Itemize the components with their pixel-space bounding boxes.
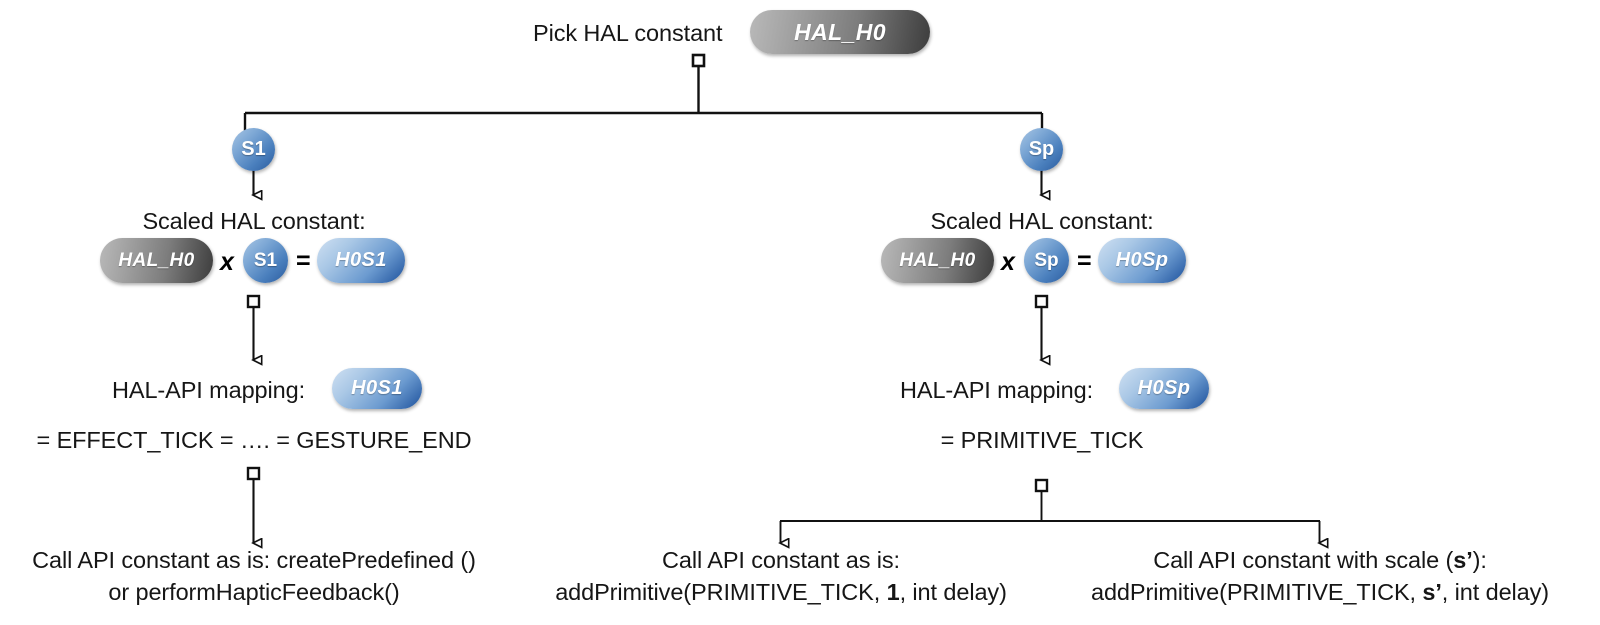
left-mapping-label: HAL-API mapping: (112, 377, 306, 403)
right-leaf2-line1: Call API constant with scale (s’): (1153, 545, 1487, 575)
right-leaf2-line2-post: , int delay) (1441, 579, 1550, 605)
left-scaled-label: Scaled HAL constant: (142, 208, 366, 234)
left-leaf-line2: or performHapticFeedback() (108, 579, 400, 605)
left-mapping-equation: = EFFECT_TICK = …. = GESTURE_END (36, 427, 472, 453)
branch-badge-sp[interactable]: Sp (1020, 128, 1063, 171)
left-equals-operator: = (296, 247, 311, 275)
right-leaf1-line2-pre: addPrimitive(PRIMITIVE_TICK, (555, 579, 887, 605)
right-leaf2-line2: addPrimitive(PRIMITIVE_TICK, s’, int del… (1091, 577, 1549, 607)
right-scaled-label: Scaled HAL constant: (930, 208, 1154, 234)
right-equals-operator: = (1077, 247, 1092, 275)
right-operand-scale-sp[interactable]: Sp (1024, 238, 1069, 283)
right-leaf2-line1-bold: s’ (1453, 547, 1473, 573)
connector-root-split (243, 53, 1044, 131)
root-pill-hal-constant[interactable]: HAL_H0 (750, 10, 930, 54)
connector-left-scaled-to-mapping (246, 294, 259, 360)
left-multiply-operator: x (220, 248, 234, 276)
connector-right-mapping-split (780, 478, 1320, 543)
right-leaf2-line2-pre: addPrimitive(PRIMITIVE_TICK, (1090, 579, 1423, 605)
left-mapping-pill-h0s1[interactable]: H0S1 (332, 368, 422, 409)
left-result-pill-h0s1[interactable]: H0S1 (317, 238, 405, 283)
left-operand-hal-constant[interactable]: HAL_H0 (100, 238, 213, 283)
right-leaf1-line2: addPrimitive(PRIMITIVE_TICK, 1, int dela… (555, 577, 1007, 607)
right-leaf1-line2-bold: 1 (886, 579, 900, 605)
right-leaf1-line2-post: , int delay) (899, 579, 1007, 605)
right-mapping-equation: = PRIMITIVE_TICK (940, 427, 1144, 453)
right-leaf2-line1-post: ): (1472, 547, 1487, 573)
left-operand-scale-s1[interactable]: S1 (243, 238, 288, 283)
right-leaf2-line2-bold: s’ (1422, 579, 1442, 605)
branch-badge-s1[interactable]: S1 (232, 128, 275, 171)
right-leaf1-line1: Call API constant as is: (662, 547, 900, 573)
right-mapping-pill-h0sp[interactable]: H0Sp (1119, 368, 1209, 409)
connector-left-mapping-to-leaf (246, 466, 259, 543)
connector-right-scaled-to-mapping (1034, 294, 1047, 360)
root-label: Pick HAL constant (533, 20, 723, 46)
right-leaf2-line1-pre: Call API constant with scale ( (1153, 547, 1454, 573)
right-operand-hal-constant[interactable]: HAL_H0 (881, 238, 994, 283)
right-multiply-operator: x (1001, 248, 1015, 276)
right-mapping-label: HAL-API mapping: (900, 377, 1094, 403)
left-leaf-line1: Call API constant as is: createPredefine… (32, 547, 476, 573)
right-result-pill-h0sp[interactable]: H0Sp (1098, 238, 1186, 283)
